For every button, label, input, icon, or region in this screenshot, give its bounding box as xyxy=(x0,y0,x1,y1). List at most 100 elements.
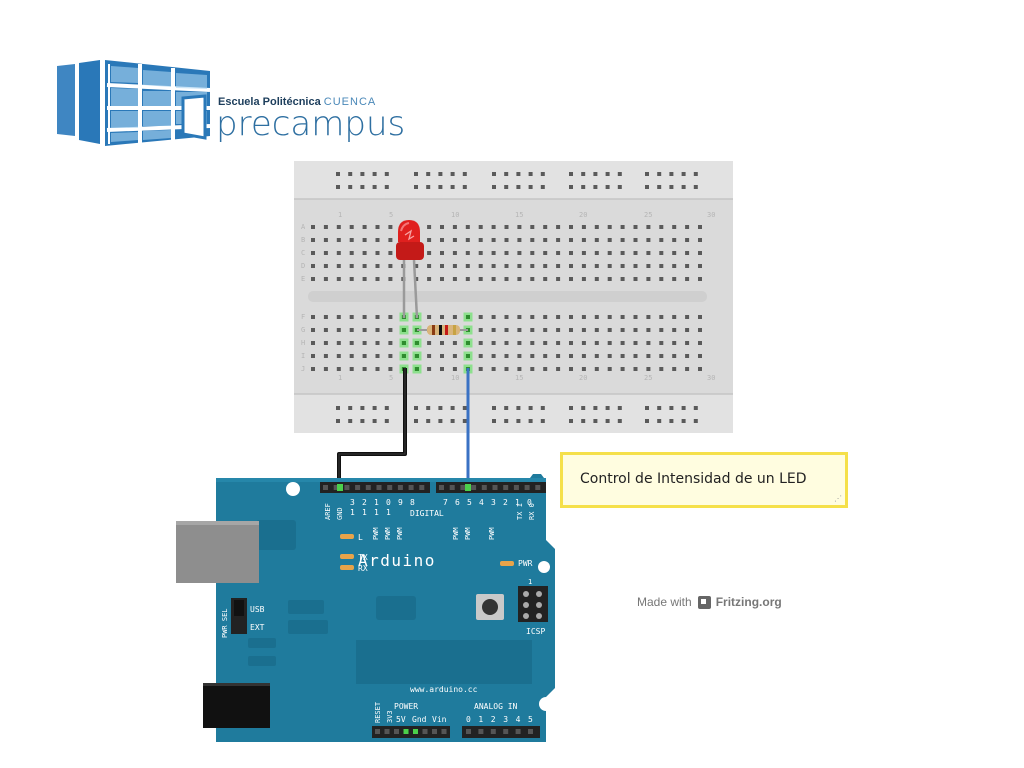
breadboard-hole xyxy=(607,328,612,332)
rail-hole xyxy=(516,419,521,423)
analog-pin-label: 2 xyxy=(491,715,496,724)
breadboard-hole xyxy=(569,354,573,358)
breadboard-hole xyxy=(311,367,315,371)
digital-pin-number: 1 xyxy=(374,498,379,507)
breadboard-hole xyxy=(581,328,586,332)
rail-hole xyxy=(450,185,455,189)
rx-label: RX 0 xyxy=(528,503,536,520)
connected-hole-center xyxy=(466,354,470,358)
breadboard-hole xyxy=(646,264,651,268)
icsp-pin xyxy=(523,591,529,597)
rail-hole xyxy=(593,172,598,176)
connected-hole-center xyxy=(466,315,470,319)
breadboard-hole xyxy=(440,238,444,242)
analog-pin xyxy=(466,729,471,734)
breadboard-hole xyxy=(465,264,470,268)
breadboard-hole xyxy=(620,251,625,255)
breadboard-hole xyxy=(504,238,509,242)
breadboard-hole xyxy=(465,251,470,255)
breadboard-hole xyxy=(311,328,315,332)
breadboard-hole xyxy=(414,264,419,268)
breadboard-hole xyxy=(556,328,561,332)
logo-school-bold: Escuela Politécnica xyxy=(218,96,321,108)
breadboard-hole xyxy=(349,315,354,319)
rail-hole xyxy=(438,172,443,176)
made-with-fritzing: Made with Fritzing.org xyxy=(637,595,782,609)
breadboard-hole xyxy=(581,354,586,358)
digital-pin-tens: 1 xyxy=(374,508,379,517)
breadboard-hole xyxy=(427,315,432,319)
rail-hole xyxy=(414,172,418,176)
breadboard-hole xyxy=(530,341,535,345)
breadboard-hole xyxy=(452,225,457,229)
breadboard-hole xyxy=(504,354,509,358)
breadboard-hole xyxy=(452,251,457,255)
breadboard-hole xyxy=(491,225,496,229)
rail-hole xyxy=(605,419,610,423)
resize-grip-icon[interactable]: ⋰ xyxy=(834,494,842,503)
rail-hole xyxy=(426,172,431,176)
rail-hole xyxy=(540,172,545,176)
breadboard-hole xyxy=(517,238,522,242)
breadboard-hole xyxy=(607,315,612,319)
breadboard-hole xyxy=(311,354,315,358)
breadboard-hole xyxy=(336,328,341,332)
analog-pin-label: 3 xyxy=(503,715,508,724)
bb-row-g: G xyxy=(301,326,305,334)
bb-col-30-bottom: 30 xyxy=(707,374,715,382)
rail-hole xyxy=(384,406,389,410)
header-pin xyxy=(449,485,455,490)
rail-hole xyxy=(617,406,622,410)
rail-hole xyxy=(492,172,496,176)
rail-hole xyxy=(593,419,598,423)
arduino-brand: Arduino xyxy=(358,551,436,570)
rail-hole xyxy=(693,419,698,423)
rail-hole xyxy=(569,419,573,423)
rail-hole xyxy=(414,419,418,423)
rail-hole xyxy=(516,185,521,189)
rail-hole xyxy=(492,419,496,423)
header-pin xyxy=(471,485,477,490)
breadboard-hole xyxy=(440,354,444,358)
digital-pin-number: 5 xyxy=(467,498,472,507)
power-pin xyxy=(413,729,418,734)
rail-hole xyxy=(372,185,377,189)
rail-hole xyxy=(336,172,340,176)
header-pin xyxy=(524,485,530,490)
breadboard-hole xyxy=(323,341,328,345)
breadboard-hole xyxy=(440,277,444,281)
breadboard-hole xyxy=(375,238,380,242)
analog-pin xyxy=(478,729,484,734)
breadboard-hole xyxy=(633,328,638,332)
breadboard-hole xyxy=(543,354,548,358)
breadboard-hole xyxy=(362,367,367,371)
breadboard-hole xyxy=(323,354,328,358)
breadboard-hole xyxy=(607,251,612,255)
breadboard-hole xyxy=(594,341,599,345)
breadboard-hole xyxy=(594,315,599,319)
analog-pin xyxy=(503,729,509,734)
breadboard-hole xyxy=(517,264,522,268)
breadboard-hole xyxy=(440,315,444,319)
breadboard-hole xyxy=(569,251,573,255)
breadboard-hole xyxy=(543,367,548,371)
breadboard-hole xyxy=(530,238,535,242)
bb-col-5: 5 xyxy=(389,211,393,219)
breadboard-hole xyxy=(607,225,612,229)
breadboard-hole xyxy=(672,225,677,229)
breadboard-hole xyxy=(685,341,690,345)
breadboard-hole xyxy=(620,354,625,358)
breadboard-hole xyxy=(633,354,638,358)
breadboard-hole xyxy=(659,277,664,281)
rail-hole xyxy=(462,185,467,189)
breadboard-hole xyxy=(491,277,496,281)
breadboard-hole xyxy=(427,238,432,242)
breadboard-hole xyxy=(646,315,651,319)
breadboard-hole xyxy=(556,238,561,242)
header-pin xyxy=(376,485,382,490)
breadboard-hole xyxy=(491,315,496,319)
rail-hole xyxy=(348,185,353,189)
breadboard-hole xyxy=(349,354,354,358)
rail-hole xyxy=(657,419,662,423)
breadboard-hole xyxy=(517,225,522,229)
